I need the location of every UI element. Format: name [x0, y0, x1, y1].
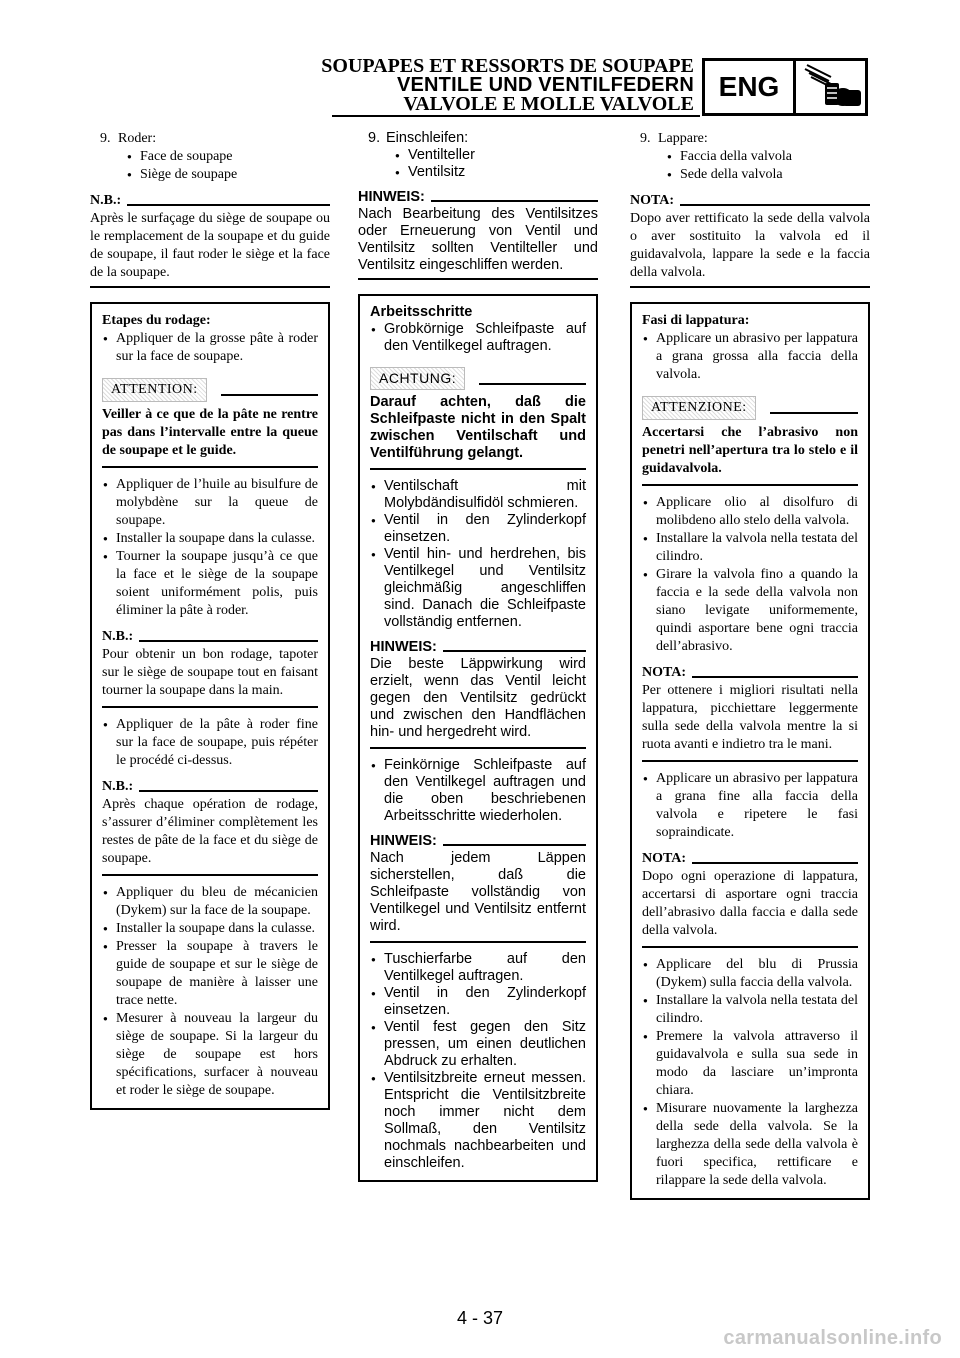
bullet-item: Installare la valvola nella testata del … [642, 530, 858, 566]
note-text: Nach Bearbeitung des Ventilsitzes oder E… [358, 206, 598, 273]
section-badge: ENG [702, 58, 868, 116]
bullet-item: Appliquer du bleu de mécanicien (Dykem) … [102, 884, 318, 920]
bullet-item: Feinkörnige Schleifpaste auf den Ventilk… [370, 757, 586, 825]
note-heading: HINWEIS: [358, 189, 598, 206]
caution-text: Accertarsi che l’abrasivo non penetri ne… [642, 425, 858, 476]
bullet-item: Applicare un abrasivo per lappatura a gr… [642, 770, 858, 842]
bullet-item: Applicare un abrasivo per lappatura a gr… [642, 330, 858, 384]
bullet-item: Installer la soupape dans la culasse. [102, 530, 318, 548]
caution-text: Veiller à ce que de la pâte ne rentre pa… [102, 407, 318, 458]
note-heading: NOTA: [642, 664, 858, 682]
procedure-title: Etapes du rodage: [102, 313, 211, 328]
note-label: N.B.: [90, 193, 122, 208]
procedure-title: Arbeitsschritte [370, 304, 473, 320]
bullet-item: Premere la valvola attraverso il guidava… [642, 1028, 858, 1100]
column-italian: 9. Lappare: Faccia della valvola Sede del… [630, 130, 870, 1200]
note-text: Die beste Läppwirkung wird erzielt, wenn… [370, 656, 586, 740]
page-number: 4 - 37 [456, 1308, 504, 1328]
sub-item: Siège de soupape [90, 166, 330, 184]
sub-item: Ventilsitz [358, 164, 598, 181]
step-title: Roder: [118, 131, 157, 146]
note-heading: N.B.: [102, 628, 318, 646]
note-label: N.B.: [102, 629, 134, 644]
caution-label: ATTENZIONE: [642, 396, 756, 420]
note-text: Dopo aver rettificato la sede della valv… [630, 211, 870, 280]
note-text: Après le surfaçage du siège de soupape o… [90, 211, 330, 280]
badge-divider [793, 61, 796, 113]
sub-item: Face de soupape [90, 148, 330, 166]
caution-heading: ATTENTION: [102, 378, 318, 402]
procedure-box: Arbeitsschritte Grobkörnige Schleifpaste… [358, 294, 598, 1182]
note-label: N.B.: [102, 779, 134, 794]
section-badge-label: ENG [718, 71, 780, 102]
bullet-item: Mesurer à nouveau la largeur du siège de… [102, 1010, 318, 1100]
caution-label: ATTENTION: [102, 378, 207, 402]
note-text: Pour obtenir un bon rodage, tapoter sur … [102, 647, 318, 698]
note-heading: N.B.: [90, 192, 330, 210]
sub-item: Sede della valvola [630, 166, 870, 184]
note-label: HINWEIS: [370, 833, 437, 849]
column-french: 9. Roder: Face de soupape Siège de soupap… [90, 130, 330, 1110]
step-title: Einschleifen: [386, 130, 469, 146]
bullet-item: Applicare del blu di Prussia (Dykem) sul… [642, 956, 858, 992]
bullet-item: Applicare olio al disolfuro di molibdeno… [642, 494, 858, 530]
note-text: Per ottenere i migliori risultati nella … [642, 683, 858, 752]
note-heading: NOTA: [642, 850, 858, 868]
title-french: SOUPAPES ET RESSORTS DE SOUPAPE [321, 55, 694, 77]
column-german: 9.Einschleifen: Ventilteller Ventilsitz … [358, 130, 598, 1182]
bullet-item: Presser la soupape à travers le guide de… [102, 938, 318, 1010]
note-heading: NOTA: [630, 192, 870, 210]
page-header: SOUPAPES ET RESSORTS DE SOUPAPE VENTILE … [0, 0, 960, 120]
procedure-box: Etapes du rodage: Appliquer de la grosse… [90, 302, 330, 1110]
bullet-item: Appliquer de la grosse pâte à roder sur … [102, 330, 318, 366]
caution-label: ACHTUNG: [370, 367, 466, 390]
bullet-item: Installer la soupape dans la culasse. [102, 920, 318, 938]
note-label: HINWEIS: [358, 189, 425, 205]
bullet-item: Girare la valvola fino a quando la facci… [642, 566, 858, 656]
step-heading: 9. Roder: [90, 130, 330, 148]
step-title: Lappare: [658, 131, 708, 146]
note-label: NOTA: [630, 193, 675, 208]
step-number: 9. [640, 131, 651, 146]
sub-item: Faccia della valvola [630, 148, 870, 166]
note-text: Dopo ogni operazione di lappatura, accer… [642, 869, 858, 938]
note-text: Nach jedem Läppen sicherstellen, daß die… [370, 850, 586, 934]
bullet-item: Tourner la soupape jusqu’à ce que la fac… [102, 548, 318, 620]
bullet-item: Tuschierfarbe auf den Ventilkegel auftra… [370, 951, 586, 985]
bullet-item: Ventilsitzbreite erneut messen. Entspric… [370, 1070, 586, 1172]
note-heading: N.B.: [102, 778, 318, 796]
header-rule [332, 115, 700, 117]
bullet-item: Installare la valvola nella testata del … [642, 992, 858, 1028]
step-heading: 9. Einschleifen: [358, 130, 598, 147]
step-number: 9. [368, 130, 381, 146]
note-heading: HINWEIS: [370, 833, 586, 850]
step-heading: 9. Lappare: [630, 130, 870, 148]
title-italian: VALVOLE E MOLLE VALVOLE [403, 93, 694, 115]
procedure-box: Fasi di lappatura: Applicare un abrasivo… [630, 302, 870, 1200]
caution-heading: ACHTUNG: [370, 367, 586, 390]
note-text: Après chaque opération de rodage, s’assu… [102, 797, 318, 866]
bullet-item: Ventilschaft mit Molybdändisulfidöl schm… [370, 478, 586, 512]
bullet-item: Ventil in den Zylinderkopf einsetzen. [370, 985, 586, 1019]
bullet-item: Appliquer de la pâte à roder fine sur la… [102, 716, 318, 770]
title-german: VENTILE UND VENTILFEDERN [396, 74, 694, 96]
caution-heading: ATTENZIONE: [642, 396, 858, 420]
bullet-item: Grobkörnige Schleifpaste auf den Ventilk… [370, 321, 586, 355]
note-heading: HINWEIS: [370, 639, 586, 656]
note-label: NOTA: [642, 851, 687, 866]
bullet-item: Ventil in den Zylinderkopf einsetzen. [370, 512, 586, 546]
bullet-item: Ventil hin- und herdrehen, bis Ventilkeg… [370, 546, 586, 631]
step-number: 9. [100, 131, 111, 146]
bullet-item: Appliquer de l’huile au bisulfure de mol… [102, 476, 318, 530]
engine-piston-icon [804, 64, 861, 106]
note-label: HINWEIS: [370, 639, 437, 655]
bullet-item: Misurare nuovamente la larghezza della s… [642, 1100, 858, 1190]
procedure-title: Fasi di lappatura: [642, 313, 750, 328]
sub-item: Ventilteller [358, 147, 598, 164]
caution-text: Darauf achten, daß die Schleifpaste nich… [370, 394, 586, 461]
note-label: NOTA: [642, 665, 687, 680]
watermark: carmanualsonline.info [723, 1327, 942, 1349]
bullet-item: Ventil fest gegen den Sitz pressen, um e… [370, 1019, 586, 1070]
